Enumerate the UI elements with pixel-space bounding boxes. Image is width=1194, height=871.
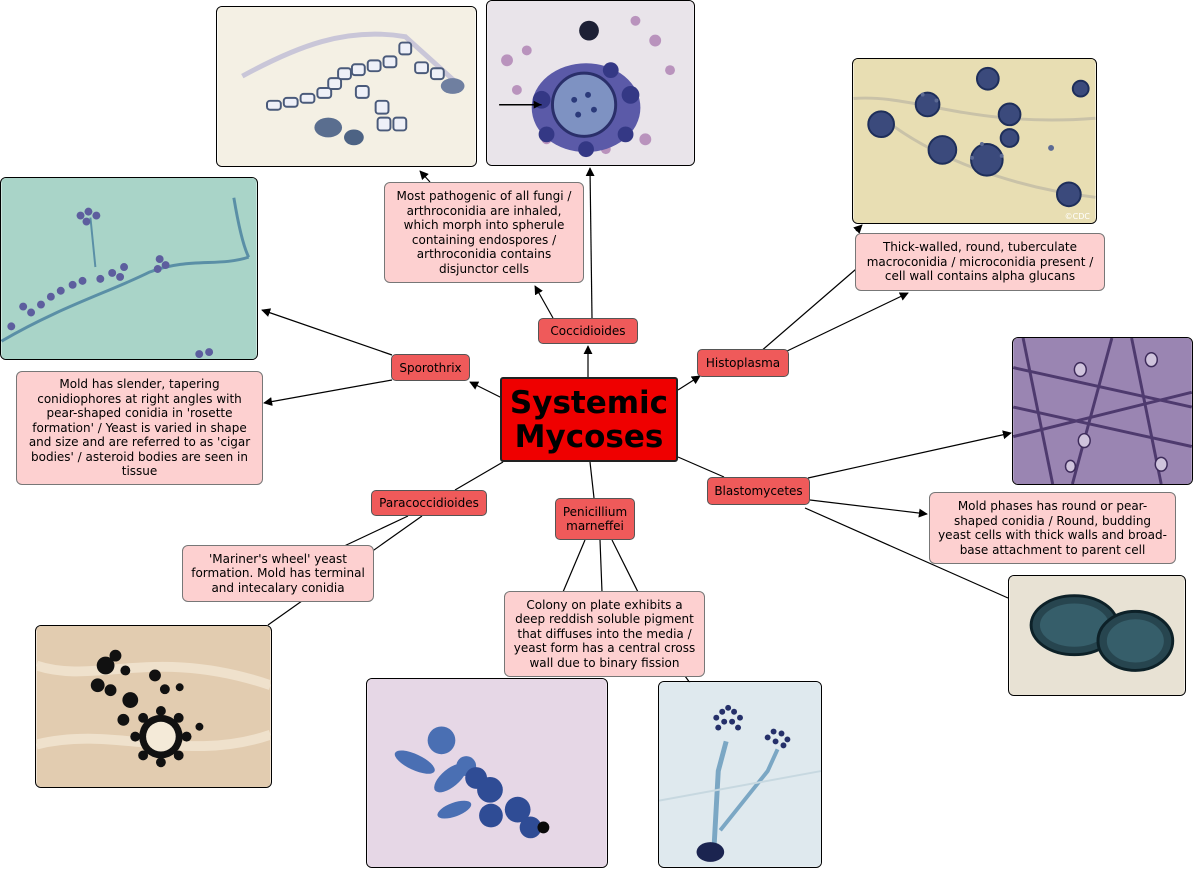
sporothrix-rosette-image xyxy=(0,177,258,360)
topic-blastomycetes[interactable]: Blastomycetes xyxy=(707,477,810,505)
link-histoplasma-image xyxy=(759,256,871,353)
link-penicillium-note-a xyxy=(562,539,586,593)
note-penicillium[interactable]: Colony on plate exhibits a deep reddish … xyxy=(504,591,705,677)
link-penicillium-note-c xyxy=(611,539,639,593)
link-sporothrix-note xyxy=(263,379,393,406)
coccidioides-spherule-image xyxy=(486,0,695,166)
topic-penicillium-marneffei[interactable]: Penicillium marneffei xyxy=(555,498,635,540)
link-blastomycetes-image2 xyxy=(804,507,1009,599)
link-coccidioides-image xyxy=(585,167,595,319)
central-topic-systemic-mycoses[interactable]: Systemic Mycoses xyxy=(500,377,678,462)
link-blastomycetes-image xyxy=(807,430,1012,479)
link-blastomycetes-note xyxy=(809,499,928,518)
image-credit: ©CDC xyxy=(1064,212,1090,221)
link-sporothrix-image xyxy=(261,308,393,356)
link-central-blastomycetes xyxy=(677,456,725,478)
link-histoplasma-note xyxy=(784,292,909,353)
link-coccidioides-note-image xyxy=(419,170,431,183)
topic-paracoccidioides[interactable]: Paracoccidioides xyxy=(371,490,487,516)
link-coccidioides-note xyxy=(534,285,554,319)
link-central-penicillium xyxy=(589,461,595,499)
link-penicillium-note-b xyxy=(599,539,603,593)
histoplasma-macroconidia-image: ©CDC xyxy=(852,58,1097,224)
note-blastomycetes[interactable]: Mold phases has round or pear-shaped con… xyxy=(929,492,1176,564)
topic-sporothrix[interactable]: Sporothrix xyxy=(391,354,470,381)
link-central-sporothrix xyxy=(469,381,503,399)
note-paracoccidioides[interactable]: 'Mariner's wheel' yeast formation. Mold … xyxy=(182,545,374,602)
note-coccidioides[interactable]: Most pathogenic of all fungi / arthrocon… xyxy=(384,182,584,283)
penicillium-conidiophore-image xyxy=(658,681,822,868)
coccidioides-arthroconidia-image xyxy=(216,6,477,167)
penicillium-yeast-image xyxy=(366,678,608,868)
topic-histoplasma[interactable]: Histoplasma xyxy=(697,349,789,377)
note-sporothrix[interactable]: Mold has slender, tapering conidiophores… xyxy=(16,371,263,485)
link-histo-note-image xyxy=(853,224,863,234)
link-central-histoplasma xyxy=(677,375,701,391)
topic-coccidioides[interactable]: Coccidioides xyxy=(538,318,638,344)
blastomycetes-conidia-image xyxy=(1012,337,1193,485)
note-histoplasma[interactable]: Thick-walled, round, tuberculate macroco… xyxy=(855,233,1105,291)
blastomycetes-yeast-image xyxy=(1008,575,1186,696)
link-paracocc-note xyxy=(339,515,409,549)
paracoccidioides-mariners-wheel-image xyxy=(35,625,272,788)
link-central-paracoccidioides xyxy=(454,461,504,491)
